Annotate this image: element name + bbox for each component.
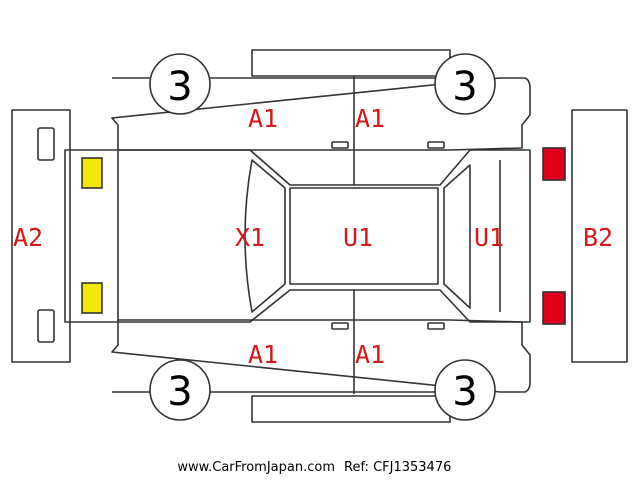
- tire-condition-label: 3: [452, 369, 477, 415]
- tire-front-right: 3: [149, 359, 211, 421]
- rear-bumper: [571, 109, 628, 363]
- tire-condition-label: 3: [167, 369, 192, 415]
- rear-light-indicator: [542, 291, 566, 325]
- body-top-plan: [64, 149, 531, 323]
- tire-front-left: 3: [149, 53, 211, 115]
- label-hood: X1: [235, 223, 265, 252]
- label-door-left-rear: A1: [355, 104, 385, 133]
- label-door-left-front: A1: [248, 104, 278, 133]
- label-roof: U1: [343, 223, 373, 252]
- label-front-bumper: A2: [13, 223, 43, 252]
- front-bumper: [11, 109, 71, 363]
- label-door-right-rear: A1: [355, 340, 385, 369]
- body-side-bottom: [111, 290, 531, 423]
- footer-ref: Ref: CFJ1353476: [344, 460, 451, 475]
- front-light-indicator: [81, 282, 103, 314]
- rear-light-indicator: [542, 147, 566, 181]
- label-door-right-front: A1: [248, 340, 278, 369]
- footer-site: www.CarFromJapan.com: [177, 460, 335, 475]
- label-rear-glass: U1: [474, 223, 504, 252]
- label-rear-bumper: B2: [583, 223, 613, 252]
- tire-condition-label: 3: [452, 64, 477, 110]
- tire-rear-left: 3: [434, 53, 496, 115]
- tire-rear-right: 3: [434, 359, 496, 421]
- front-light-indicator: [81, 157, 103, 189]
- tire-condition-label: 3: [167, 64, 192, 110]
